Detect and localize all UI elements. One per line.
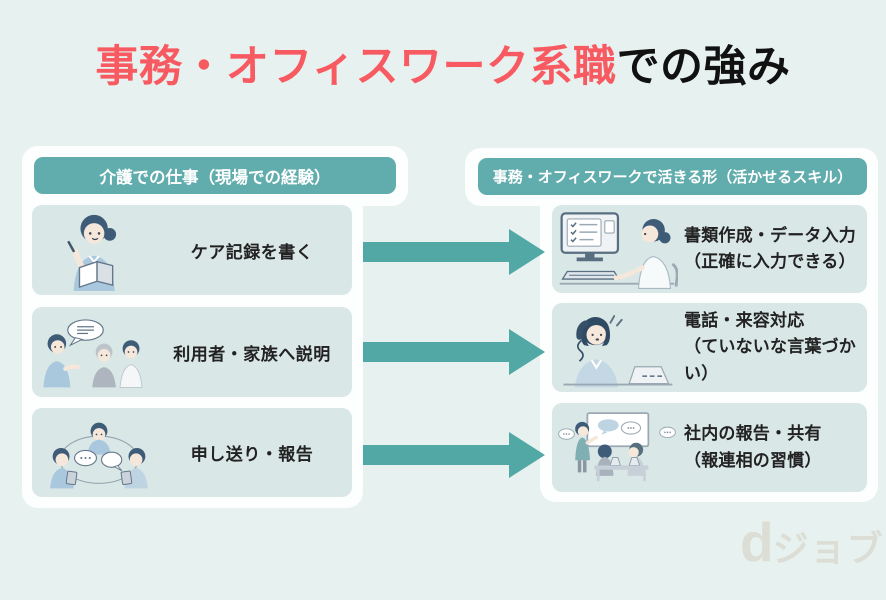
title-rest: での強み — [616, 43, 791, 91]
office-skill-label: 社内の報告・共有 — [684, 424, 822, 444]
flow-arrow-3 — [363, 432, 545, 478]
flow-arrow-2 — [363, 329, 545, 375]
office-skill-row-2: 電話・来容対応 （ていないな言葉づかい） — [552, 303, 867, 392]
care-record-writing-illustration — [40, 209, 158, 291]
care-task-row-2: 利用者・家族へ説明 — [32, 307, 352, 397]
computer-data-entry-illustration — [556, 208, 678, 290]
office-skill-note: （正確に入力できる） — [684, 252, 856, 271]
right-panel-header: 事務・オフィスワークで活きる形（活かせるスキル） — [478, 158, 867, 195]
care-task-label: 利用者・家族へ説明 — [173, 344, 331, 364]
brand-logo-text: ジョブ — [772, 528, 884, 569]
office-skill-text: 社内の報告・共有 （報連相の習慣） — [678, 421, 867, 474]
care-task-label: 申し送り・報告 — [190, 445, 314, 464]
explaining-to-family-illustration — [40, 311, 158, 393]
office-skill-row-1: 書類作成・データ入力 （正確に入力できる） — [552, 205, 867, 293]
office-skill-text: 書類作成・データ入力 （正確に入力できる） — [678, 223, 867, 276]
team-handover-illustration — [40, 412, 158, 494]
care-task-label: ケア記録を書く — [190, 242, 314, 262]
office-meeting-illustration — [556, 407, 678, 489]
office-skill-label: 電話・来容対応 — [684, 310, 805, 330]
left-panel-header: 介護での仕事（現場での経験） — [34, 157, 396, 194]
care-task-row-3: 申し送り・報告 — [32, 408, 352, 497]
page-title: 事務・オフィスワーク系職での強み — [0, 43, 886, 91]
title-highlight: 事務・オフィスワーク系職 — [95, 43, 617, 91]
phone-reception-illustration — [556, 307, 678, 389]
office-skill-label: 書類作成・データ入力 — [684, 225, 856, 245]
care-task-row-1: ケア記録を書く — [32, 205, 352, 295]
office-skill-note: （報連相の習慣） — [684, 450, 822, 470]
flow-arrow-1 — [363, 229, 545, 275]
office-skill-row-3: 社内の報告・共有 （報連相の習慣） — [552, 403, 867, 492]
office-skill-note: （ていないな言葉づかい） — [684, 337, 856, 383]
office-skill-text: 電話・来容対応 （ていないな言葉づかい） — [678, 308, 867, 387]
brand-logo-d: d — [740, 511, 774, 573]
